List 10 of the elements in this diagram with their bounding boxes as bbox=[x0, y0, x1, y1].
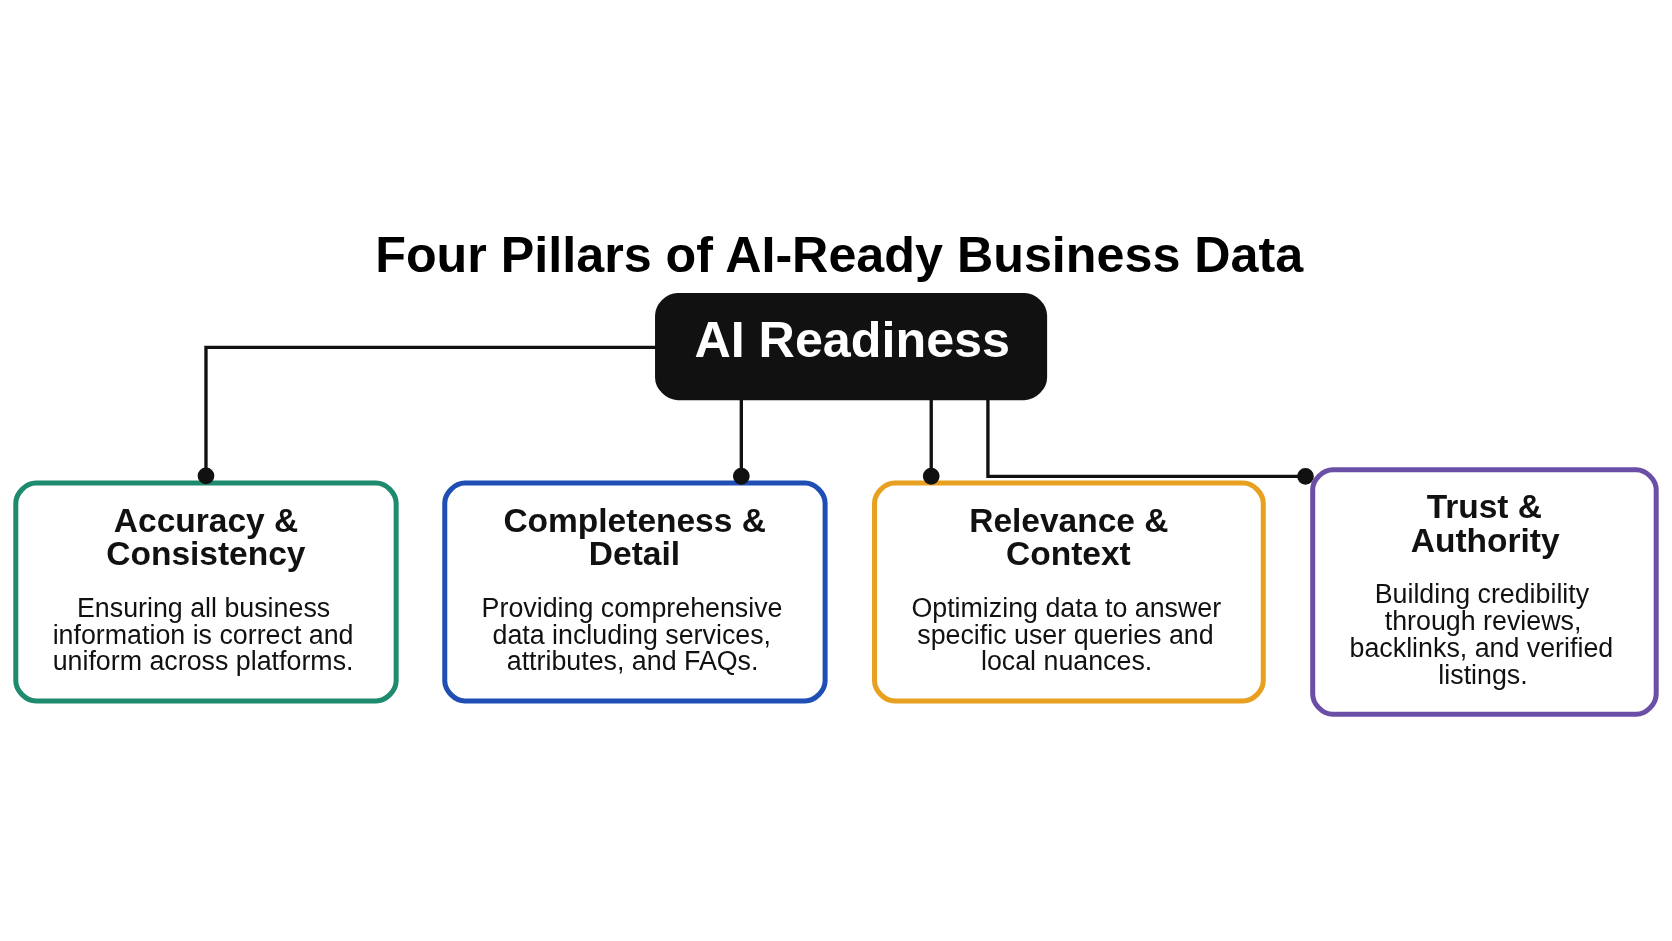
connector bbox=[197, 345, 658, 485]
node-box: Accuracy & Consistency Ensuring all business information is correct and uniform across platforms. bbox=[13, 480, 399, 704]
node-box: AI Readiness bbox=[655, 292, 1048, 401]
connector bbox=[922, 397, 940, 485]
node-box: Relevance & Context Optimizing data to answer specific user queries and local nuances. bbox=[872, 480, 1266, 704]
connector bbox=[732, 397, 750, 485]
diagram-title: Four Pillars of AI-Ready Business Data bbox=[375, 226, 1304, 283]
node-box: Completeness & Detail Providing comprehensive data including services, attributes, and FAQs. bbox=[442, 480, 828, 704]
node-box: Trust & Authority Building credibility through reviews, backlinks, and verified listings. bbox=[1310, 467, 1659, 717]
connector bbox=[986, 397, 1314, 485]
